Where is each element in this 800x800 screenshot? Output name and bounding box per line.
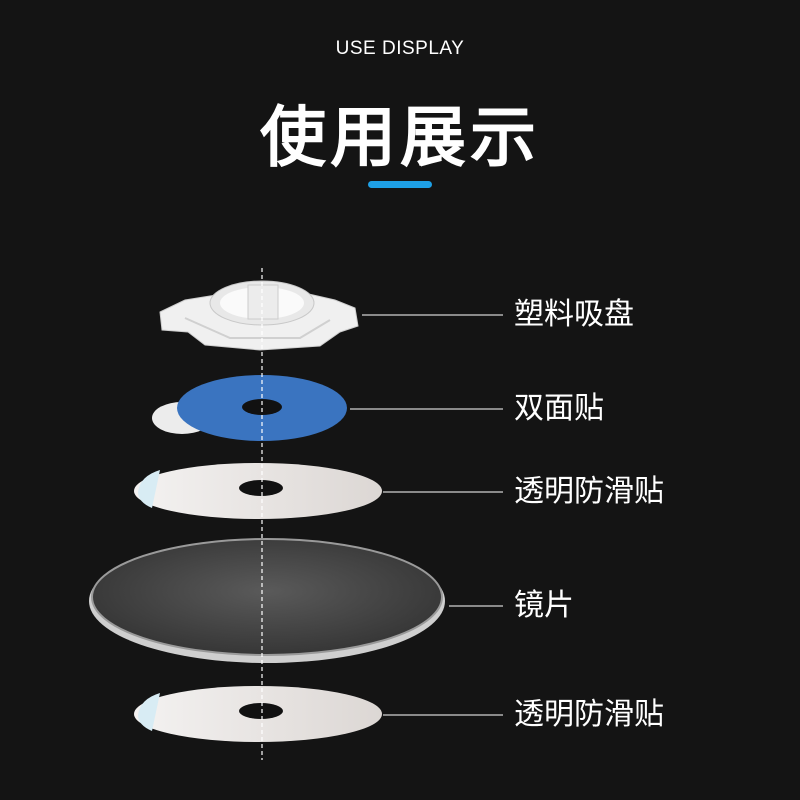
part-label: 透明防滑贴: [514, 697, 664, 732]
anti-slip-film-bottom: [134, 686, 382, 742]
part-label: 透明防滑贴: [514, 474, 664, 509]
anti-slip-film-top: [134, 463, 382, 519]
plastic-suction-cup: [159, 280, 359, 351]
part-label: 塑料吸盘: [514, 297, 634, 332]
lens: [89, 538, 445, 663]
title-accent-bar: [368, 181, 432, 188]
part-label: 镜片: [514, 588, 574, 623]
page-title: 使用展示: [260, 99, 540, 176]
double-sided-adhesive: [152, 375, 347, 441]
part-label: 双面贴: [514, 391, 604, 426]
page-subtitle: USE DISPLAY: [335, 38, 465, 59]
